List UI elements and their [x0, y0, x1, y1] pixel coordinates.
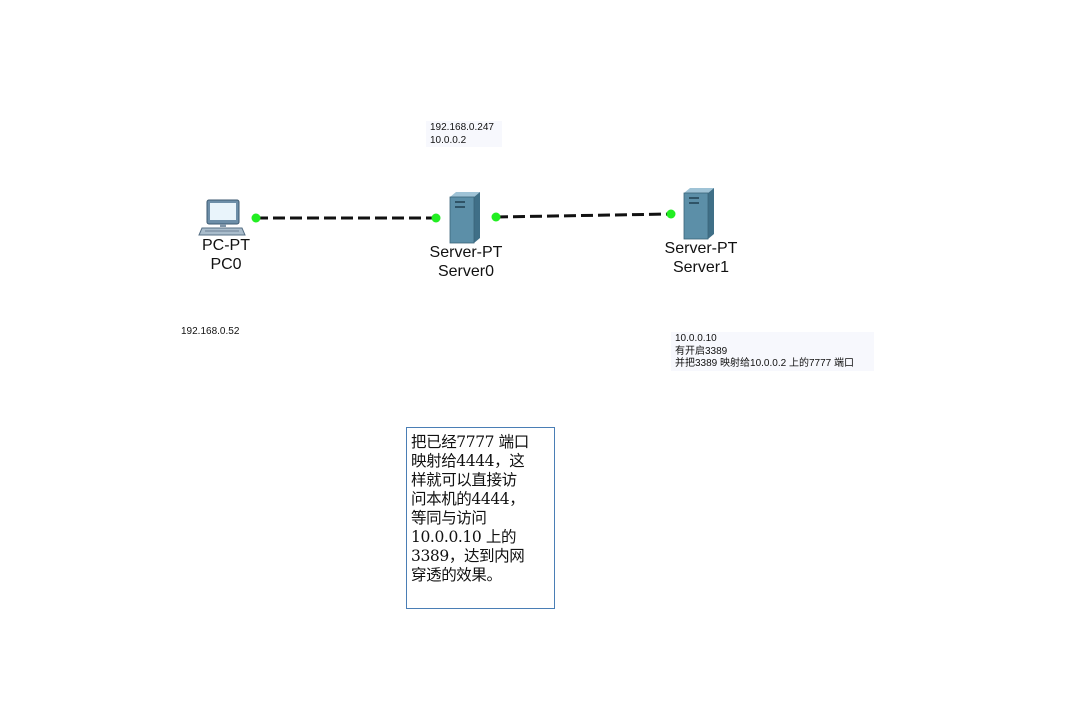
textbox-line: 3389，达到内网 [411, 547, 525, 565]
note-server0-ips[interactable]: 192.168.0.247 10.0.0.2 [426, 121, 502, 147]
textbox-line: 穿透的效果。 [411, 566, 502, 584]
explanation-textbox[interactable]: 把已经7777 端口 映射给4444，这 样就可以直接访 问本机的4444， 等… [406, 427, 555, 609]
note-line: 192.168.0.247 [430, 122, 494, 133]
link-status-dot-server0-left [431, 213, 441, 223]
note-line: 有开启3389 [675, 345, 728, 357]
note-line: 192.168.0.52 [181, 326, 240, 337]
device-label-pc0[interactable]: PC-PT PC0 [196, 236, 256, 274]
link-status-dot-server0-right [491, 212, 501, 222]
textbox-line: 问本机的4444， [411, 490, 525, 508]
note-pc0-ip[interactable]: 192.168.0.52 [181, 326, 239, 339]
device-label-server1[interactable]: Server-PT Server1 [655, 239, 747, 277]
device-type: Server-PT [429, 244, 503, 261]
textbox-line: 把已经7777 端口 [411, 433, 529, 451]
device-name: PC0 [210, 256, 242, 273]
textbox-line: 等同与访问 [411, 509, 487, 527]
device-type: Server-PT [664, 240, 738, 257]
textbox-line: 映射给4444，这 [411, 452, 525, 470]
textbox-line: 样就可以直接访 [411, 471, 517, 489]
link-status-dot-pc0 [251, 213, 261, 223]
device-name: Server0 [437, 263, 495, 280]
link-server0-server1[interactable] [495, 212, 672, 219]
note-line: 并把3389 映射给10.0.0.2 上的7777 端口 [675, 358, 854, 369]
note-line: 10.0.0.10 [675, 333, 717, 344]
device-label-server0[interactable]: Server-PT Server0 [420, 243, 512, 281]
textbox-line: 10.0.0.10 上的 [411, 528, 517, 546]
server-icon[interactable] [447, 191, 483, 245]
device-type: PC-PT [202, 237, 250, 254]
pc-icon[interactable] [198, 198, 246, 238]
device-name: Server1 [672, 259, 730, 276]
note-server1-info[interactable]: 10.0.0.10 有开启3389 并把3389 映射给10.0.0.2 上的7… [671, 332, 874, 371]
link-status-dot-server1 [666, 209, 676, 219]
note-line: 10.0.0.2 [430, 134, 467, 146]
server-icon[interactable] [681, 187, 717, 241]
